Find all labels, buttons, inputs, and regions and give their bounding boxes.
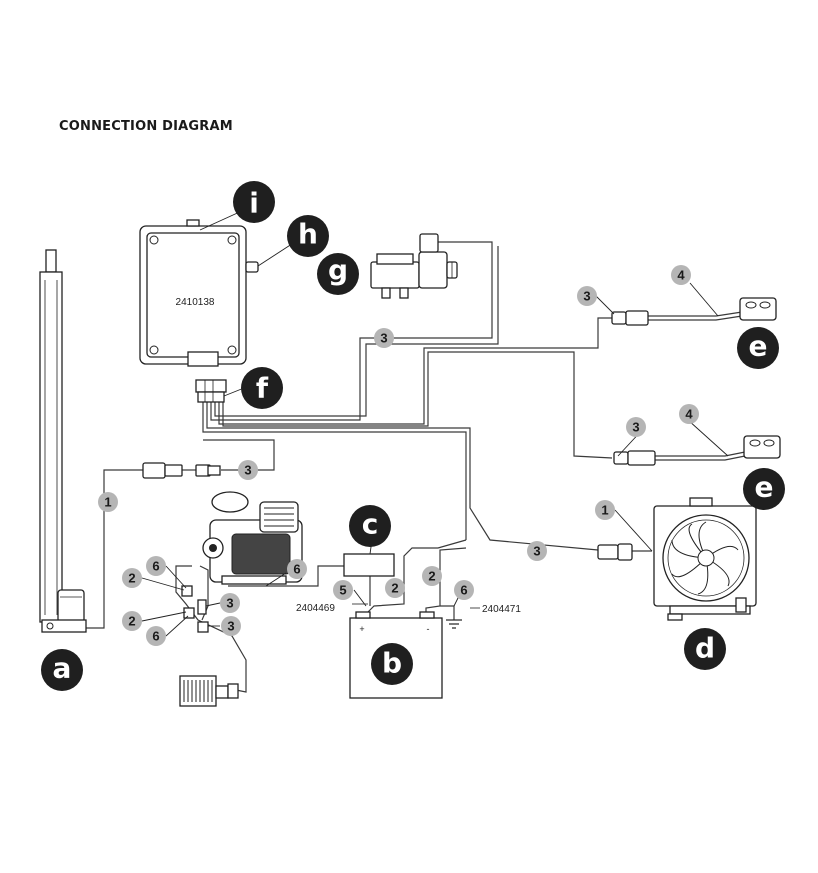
badge-2-engine-bottom: 2: [122, 611, 142, 631]
svg-text:h: h: [298, 218, 318, 251]
ground-symbol: [446, 619, 462, 629]
svg-text:e: e: [749, 330, 768, 363]
svg-text:2: 2: [128, 614, 135, 629]
harness-to-fan: [206, 402, 599, 551]
badge-3-engine-bottom: 3: [221, 616, 241, 636]
svg-text:2: 2: [128, 571, 135, 586]
badge-6-engine-top: 6: [146, 556, 166, 576]
actuator-connector: [142, 462, 221, 479]
svg-text:e: e: [755, 471, 774, 504]
component-label-g: g: [317, 253, 359, 295]
svg-text:d: d: [695, 632, 715, 665]
component-label-d: d: [684, 628, 726, 670]
voltage-regulator: [179, 675, 239, 707]
component-label-f: f: [241, 367, 283, 409]
component-label-a: a: [41, 649, 83, 691]
component-label-i: i: [233, 181, 275, 223]
svg-text:3: 3: [227, 619, 234, 634]
wire-actuator: [86, 469, 143, 629]
badge-2-battery-pos: 2: [385, 578, 405, 598]
controller-module: 2410138: [139, 219, 259, 367]
svg-text:6: 6: [152, 629, 159, 644]
battery-positive-terminal: +: [359, 624, 364, 634]
svg-text:3: 3: [583, 289, 590, 304]
engine: [202, 491, 303, 585]
badge-2-battery-neg: 2: [422, 566, 442, 586]
svg-text:1: 1: [104, 495, 111, 510]
badge-3-fan: 3: [527, 541, 547, 561]
wire-2-battery-pos: [367, 539, 467, 613]
badge-3-connector: 3: [238, 460, 258, 480]
badge-1-fan: 1: [595, 500, 615, 520]
badge-4-sensor-top: 4: [671, 265, 691, 285]
svg-text:b: b: [382, 647, 402, 680]
positive-cable-part-number: 2404469: [296, 603, 335, 614]
component-label-e-top: e: [737, 327, 779, 369]
harness-to-sensor-2: [222, 351, 613, 459]
component-label-c: c: [349, 505, 391, 547]
badge-3-engine-top: 3: [220, 593, 240, 613]
svg-text:1: 1: [601, 503, 608, 518]
wiring-harness: [86, 241, 746, 693]
svg-text:3: 3: [226, 596, 233, 611]
wire-4-top: [648, 311, 743, 317]
svg-text:3: 3: [380, 331, 387, 346]
sensor-top: [611, 297, 777, 326]
svg-text:2: 2: [391, 581, 398, 596]
svg-text:f: f: [256, 372, 269, 405]
harness-connector: [195, 379, 227, 403]
wire-4-bottom: [655, 451, 746, 457]
svg-text:i: i: [249, 187, 259, 220]
part-number-labels: 2404469 2404471: [296, 603, 521, 615]
wire-engine-regulator: [175, 565, 247, 693]
harness-to-sensor-1: [218, 317, 612, 425]
component-label-b: b: [371, 643, 413, 685]
badge-2-engine-top: 2: [122, 568, 142, 588]
svg-text:3: 3: [632, 420, 639, 435]
badge-6-ground: 6: [454, 580, 474, 600]
engine-connectors: [181, 585, 209, 633]
svg-text:g: g: [328, 254, 348, 287]
harness-to-valve: [210, 241, 493, 421]
svg-text:3: 3: [244, 463, 251, 478]
cooling-fan: [597, 497, 757, 621]
battery-negative-terminal: -: [427, 624, 430, 634]
badge-3-sensor-top: 3: [577, 286, 597, 306]
controller-part-number: 2410138: [176, 297, 215, 308]
svg-text:5: 5: [339, 583, 346, 598]
harness-to-battery: [202, 402, 467, 540]
svg-text:3: 3: [533, 544, 540, 559]
wire-4-bottom-b: [655, 455, 746, 461]
linear-actuator: [39, 249, 87, 633]
svg-text:4: 4: [685, 407, 693, 422]
sensor-bottom: [613, 435, 781, 466]
leader-lines: [141, 209, 729, 637]
badge-3-valve: 3: [374, 328, 394, 348]
badge-6-engine-bottom: 6: [146, 626, 166, 646]
svg-text:c: c: [362, 508, 379, 541]
wire-6-engine: [228, 565, 344, 587]
badge-3-sensor-bottom: 3: [626, 417, 646, 437]
svg-text:a: a: [53, 652, 72, 685]
ground-cable-part-number: 2404471: [482, 604, 521, 615]
badge-6-solenoid: 6: [287, 559, 307, 579]
badge-4-sensor-bottom: 4: [679, 404, 699, 424]
component-label-e-bottom: e: [743, 468, 785, 510]
diagram-title: CONNECTION DIAGRAM: [59, 119, 233, 134]
solenoid-valve: [370, 233, 458, 299]
svg-text:6: 6: [293, 562, 300, 577]
svg-text:6: 6: [152, 559, 159, 574]
harness-to-valve-b: [214, 246, 499, 417]
starter-solenoid: [343, 553, 395, 577]
svg-text:4: 4: [677, 268, 685, 283]
badge-1-actuator: 1: [98, 492, 118, 512]
badge-5-solenoid: 5: [333, 580, 353, 600]
component-label-h: h: [287, 215, 329, 257]
svg-text:6: 6: [460, 583, 467, 598]
svg-text:2: 2: [428, 569, 435, 584]
wire-4-top-b: [648, 315, 743, 321]
